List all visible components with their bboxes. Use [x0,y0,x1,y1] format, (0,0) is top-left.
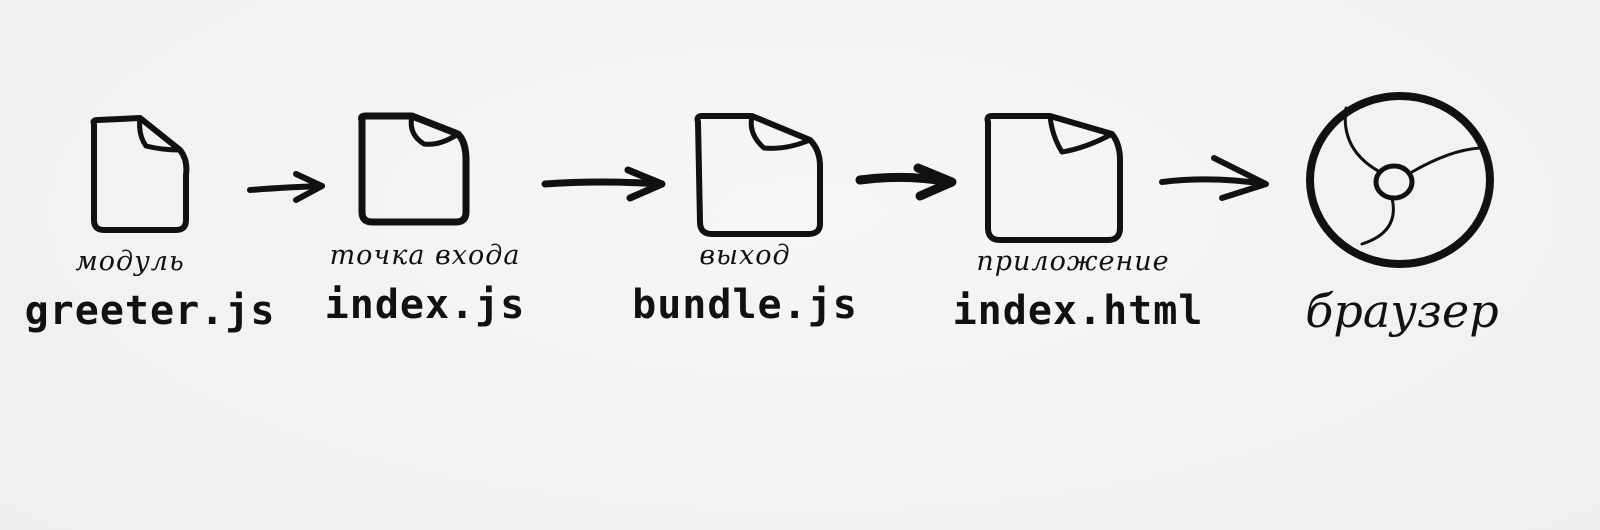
step-2-filename: index.js [324,282,526,328]
step-2-caption: точка входа [329,240,521,271]
step-3-filename: bundle.js [632,282,858,328]
step-4-filename: index.html [952,288,1204,334]
step-1-filename: greeter.js [24,288,276,334]
step-1-caption: модуль [75,246,185,277]
step-5-caption: браузер [1305,284,1499,338]
file-icon [694,113,823,237]
arrow-right-icon [541,166,666,202]
step-4-caption: приложение [976,246,1170,277]
file-icon [90,115,190,233]
arrow-right-icon [1159,155,1269,201]
step-3-caption: выход [699,240,791,271]
file-icon [358,112,470,226]
file-icon [984,113,1123,243]
arrow-right-icon [247,171,325,203]
browser-icon [1306,92,1494,268]
arrow-right-icon [855,163,957,201]
